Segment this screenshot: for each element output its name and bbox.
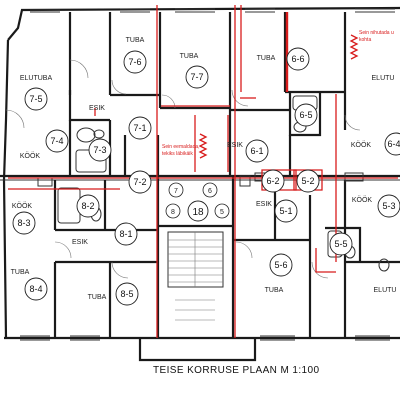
room-number-5: 5 [220, 209, 224, 216]
room-marker-7-6 [123, 50, 147, 74]
room-number-6-1: 6-1 [250, 146, 263, 156]
note-move-wall-line1: Sein nihutada u [359, 30, 394, 36]
room-number-6-5: 6-5 [299, 110, 312, 120]
room-marker-7 [168, 182, 184, 198]
room-marker-5-6 [269, 253, 293, 277]
room-number-5-6: 5-6 [274, 260, 287, 270]
room-marker-6-2 [261, 169, 285, 193]
label-kook-8: KÖÖK [12, 202, 33, 210]
label-tuba-5-6: TUBA [265, 287, 284, 294]
note-remove-wall-line2: tekiks läbikäik [162, 151, 193, 157]
label-esik-6: ESIK [227, 142, 243, 149]
room-number-7-6: 7-6 [128, 57, 141, 67]
room-number-7-1: 7-1 [133, 123, 146, 133]
room-number-7-7: 7-7 [190, 72, 203, 82]
room-type-labels: ELUTUBA TUBA TUBA TUBA ELUTU ESIK ESIK K… [11, 37, 397, 301]
label-esik-8: ESIK [72, 239, 88, 246]
room-number-6: 6 [208, 188, 212, 195]
room-marker-5-3 [377, 194, 400, 218]
label-tuba-8-4: TUBA [11, 269, 30, 276]
room-marker-5-1 [274, 199, 298, 223]
room-number-7-4: 7-4 [50, 136, 63, 146]
room-number-8-4: 8-4 [29, 284, 42, 294]
label-elutu-bottom-right: ELUTU [374, 287, 397, 294]
room-number-5-5: 5-5 [334, 239, 347, 249]
door-swings [5, 59, 361, 279]
room-marker-8-4 [24, 277, 48, 301]
label-esik-5: ESIK [256, 201, 272, 208]
room-marker-6 [202, 182, 218, 198]
room-number-markers: 7-6 7-7 6-6 7-5 7-1 6-5 7-4 7-3 6-1 6-4 … [12, 47, 400, 306]
room-number-6-6: 6-6 [291, 54, 304, 64]
room-marker-7-3 [88, 138, 112, 162]
room-marker-18 [187, 200, 209, 222]
room-marker-5 [214, 203, 230, 219]
room-number-6-2: 6-2 [266, 176, 279, 186]
room-number-6-4: 6-4 [387, 139, 400, 149]
label-tuba-7-6: TUBA [126, 37, 145, 44]
interior-walls [0, 12, 400, 338]
outer-walls [2, 6, 400, 362]
label-esik-7: ESIK [89, 105, 105, 112]
room-number-7-3: 7-3 [93, 145, 106, 155]
room-marker-6-1 [245, 139, 269, 163]
room-number-8: 8 [171, 209, 175, 216]
room-number-5-3: 5-3 [382, 201, 395, 211]
room-marker-8-2 [76, 194, 100, 218]
room-marker-8-3 [12, 211, 36, 235]
label-elutuba-left: ELUTUBA [20, 75, 53, 82]
note-move-wall-line2: kohta [359, 37, 371, 43]
room-number-8-5: 8-5 [120, 289, 133, 299]
room-marker-8-1 [114, 222, 138, 246]
room-marker-6-5 [294, 103, 318, 127]
room-marker-7-7 [185, 65, 209, 89]
staircase [167, 231, 224, 321]
room-number-8-1: 8-1 [119, 229, 132, 239]
label-tuba-7-7: TUBA [180, 53, 199, 60]
red-markup [8, 5, 398, 338]
label-elutu-top-right: ELUTU [372, 75, 395, 82]
room-marker-7-4 [45, 129, 69, 153]
room-marker-6-4 [384, 132, 400, 156]
note-remove-wall-line1: Sein eemaldada, [162, 144, 200, 150]
room-number-7: 7 [174, 188, 178, 195]
room-number-8-3: 8-3 [17, 218, 30, 228]
label-kook-6: KÖÖK [351, 141, 372, 149]
room-number-7-5: 7-5 [29, 94, 42, 104]
windows [20, 8, 395, 341]
room-number-8-2: 8-2 [81, 201, 94, 211]
room-number-18: 18 [192, 207, 204, 218]
room-number-5-1: 5-1 [279, 206, 292, 216]
label-kook-7: KÖÖK [20, 152, 41, 160]
room-marker-5-2 [296, 169, 320, 193]
room-marker-8 [165, 203, 181, 219]
plan-title: TEISE KORRUSE PLAAN M 1:100 [153, 365, 319, 376]
room-marker-6-6 [286, 47, 310, 71]
room-marker-7-1 [128, 116, 152, 140]
room-number-7-2: 7-2 [133, 177, 146, 187]
room-marker-7-5 [24, 87, 48, 111]
annotation-notes: Sein eemaldada, tekiks läbikäik Sein nih… [162, 30, 394, 157]
room-marker-7-2 [128, 170, 152, 194]
label-kook-5: KÖÖK [352, 196, 373, 204]
room-marker-8-5 [115, 282, 139, 306]
room-number-5-2: 5-2 [301, 176, 314, 186]
label-tuba-6-6: TUBA [257, 55, 276, 62]
room-marker-5-5 [329, 232, 353, 256]
label-tuba-8-5: TUBA [88, 294, 107, 301]
